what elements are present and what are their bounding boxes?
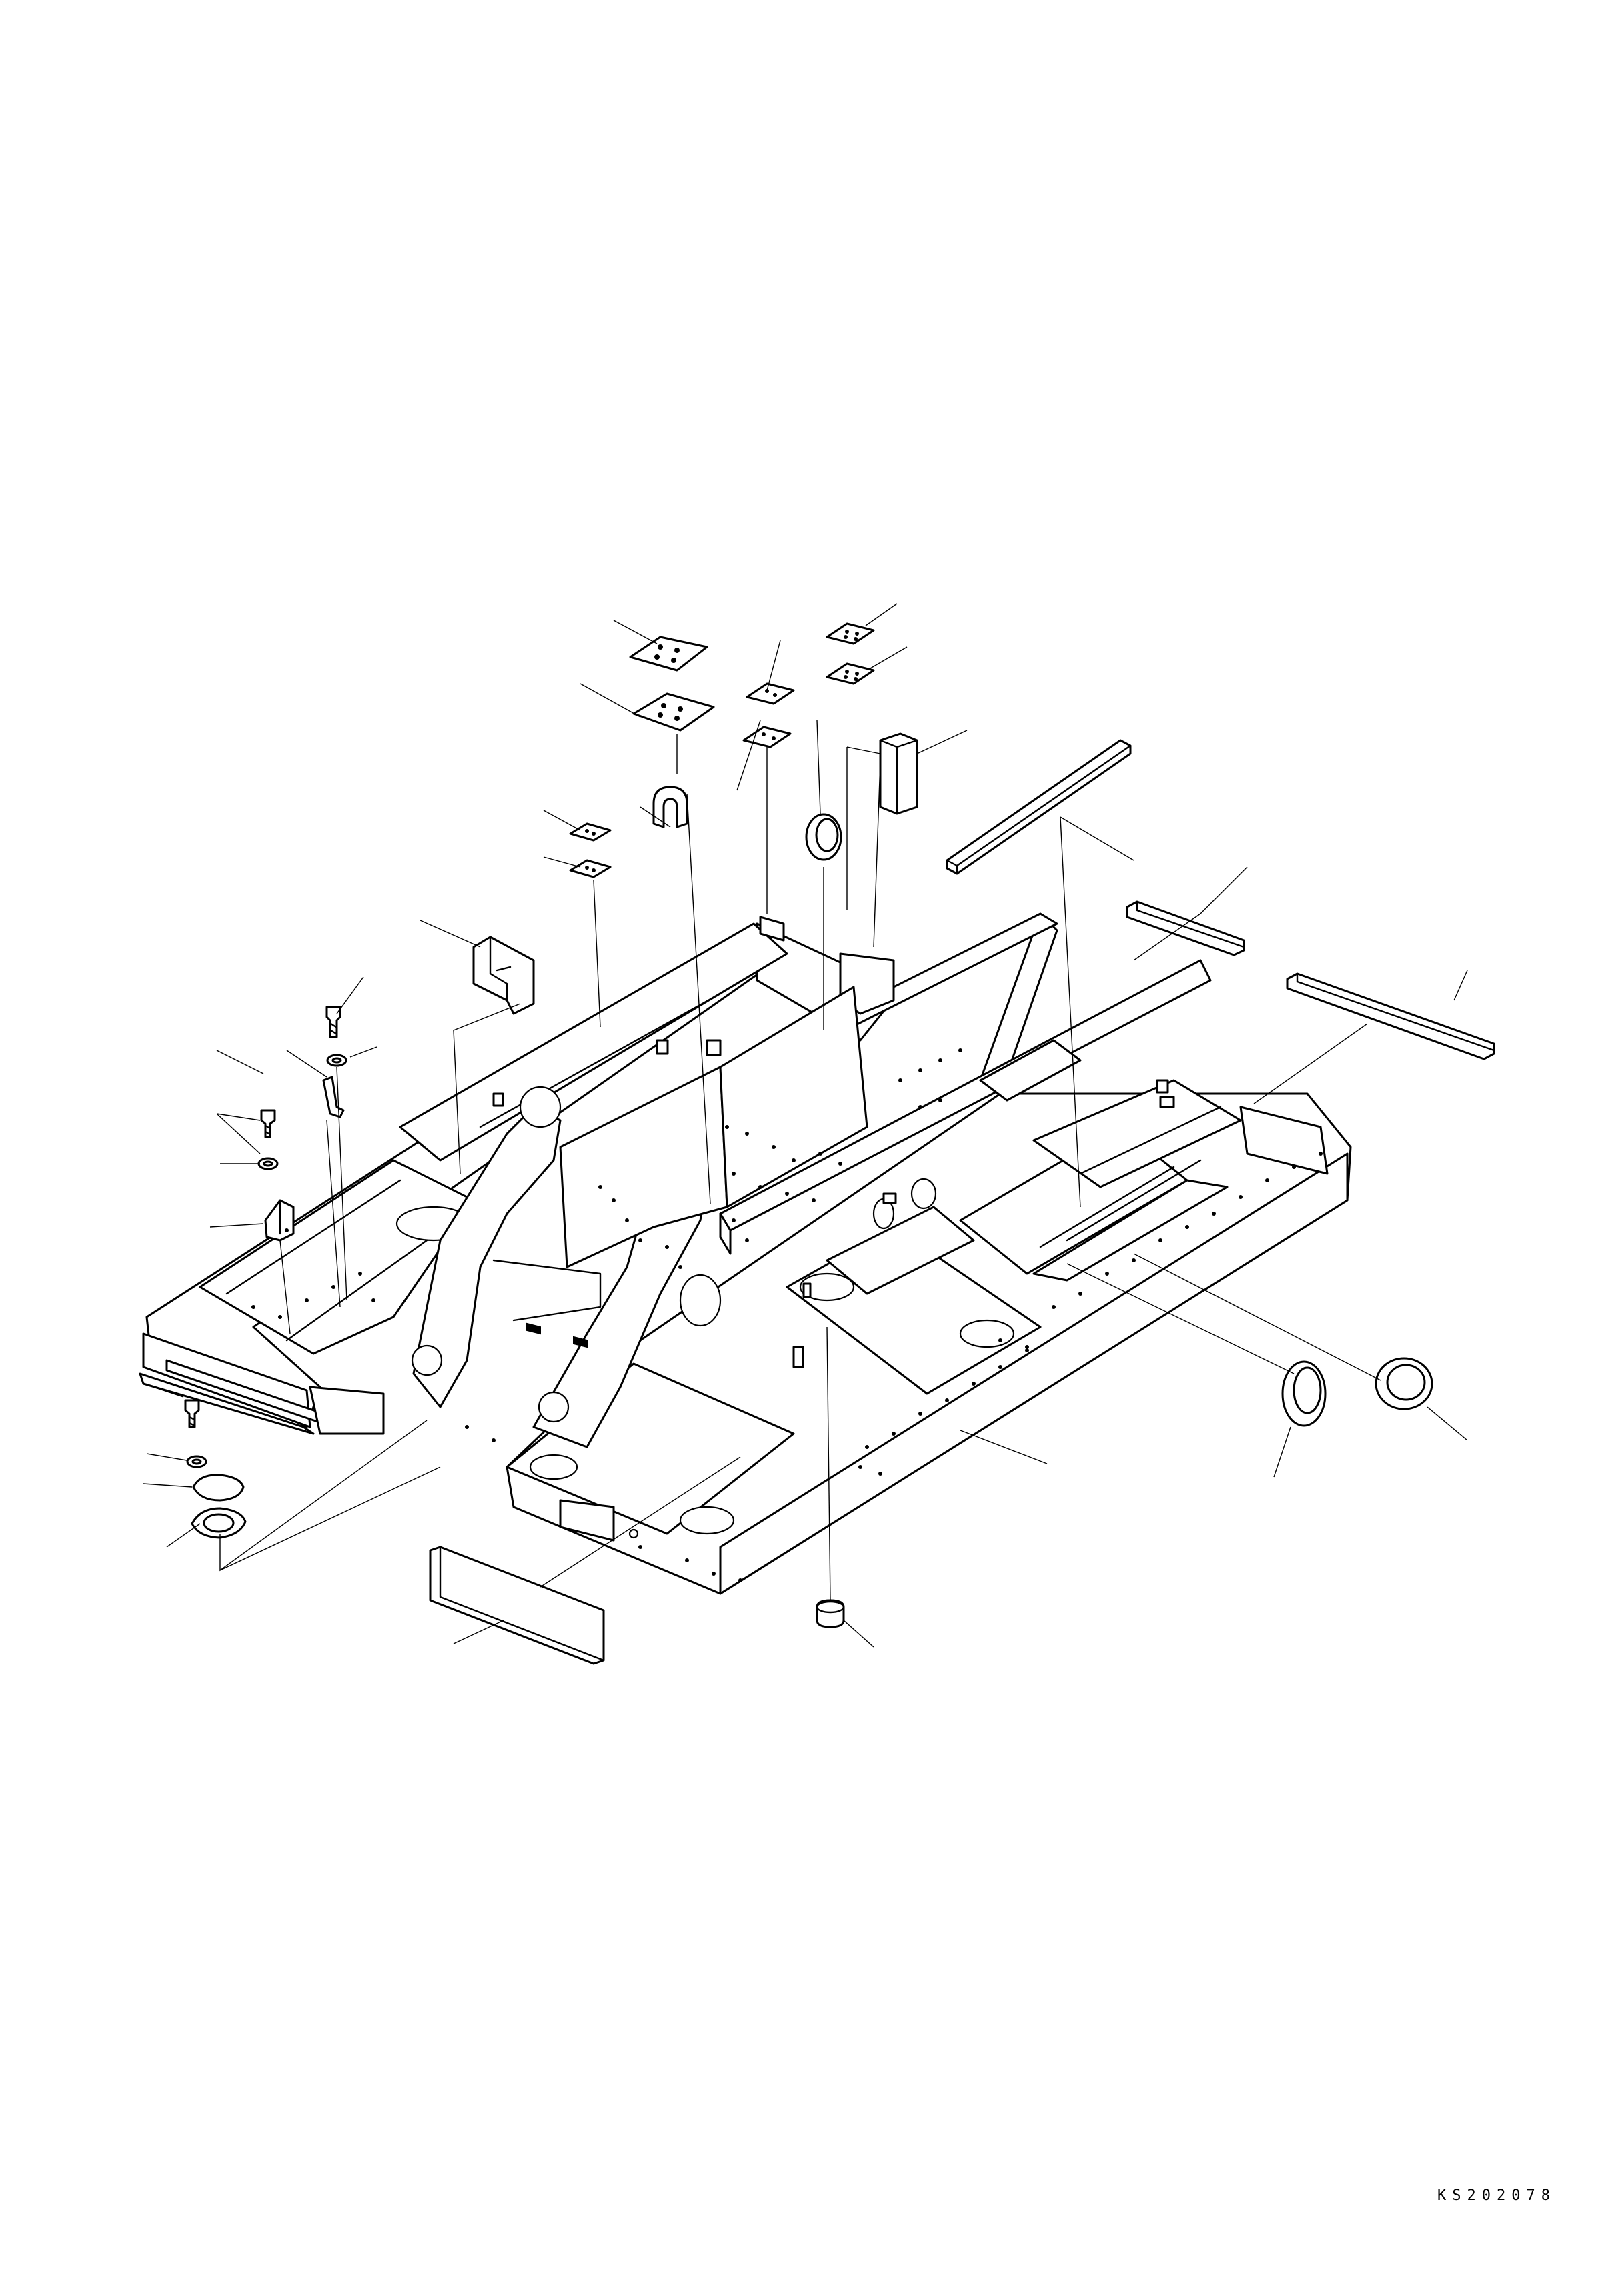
bolt-left <box>260 1109 276 1138</box>
bar-middle <box>1126 900 1245 956</box>
bar-right <box>1286 972 1495 1060</box>
pad-plate-7 <box>569 822 612 842</box>
pad-plate-1 <box>629 636 708 672</box>
ring-seal-top <box>805 813 842 861</box>
u-clip <box>652 786 688 828</box>
ring-seal-right-1 <box>1281 1360 1327 1427</box>
cover-disc <box>192 1474 245 1502</box>
washer-upper <box>326 1054 347 1067</box>
bolt-upper <box>325 1006 341 1038</box>
leader-lines <box>143 603 1468 1648</box>
pad-plate-2 <box>632 692 715 732</box>
mount-bracket <box>264 1199 295 1242</box>
pad-plate-6 <box>742 726 792 748</box>
gasket-disc <box>191 1507 247 1539</box>
bracket-hook <box>322 1076 345 1118</box>
pad-plate-4 <box>826 662 875 685</box>
plate-bottom <box>429 1546 605 1665</box>
pad-plate-5 <box>746 682 795 705</box>
cap <box>816 1599 845 1628</box>
block <box>879 732 918 815</box>
main-frame <box>139 912 1352 1595</box>
bar-top <box>946 739 1132 875</box>
pad-plate-8 <box>569 859 612 878</box>
washer-left <box>257 1157 279 1170</box>
washer-lower <box>186 1455 207 1468</box>
drawing-code: KS202078 <box>1437 2187 1556 2204</box>
cover-plate <box>472 936 535 1015</box>
ring-seal-right-2 <box>1375 1357 1433 1410</box>
pad-plate-3 <box>826 622 875 645</box>
bolt-lower <box>184 1399 200 1428</box>
